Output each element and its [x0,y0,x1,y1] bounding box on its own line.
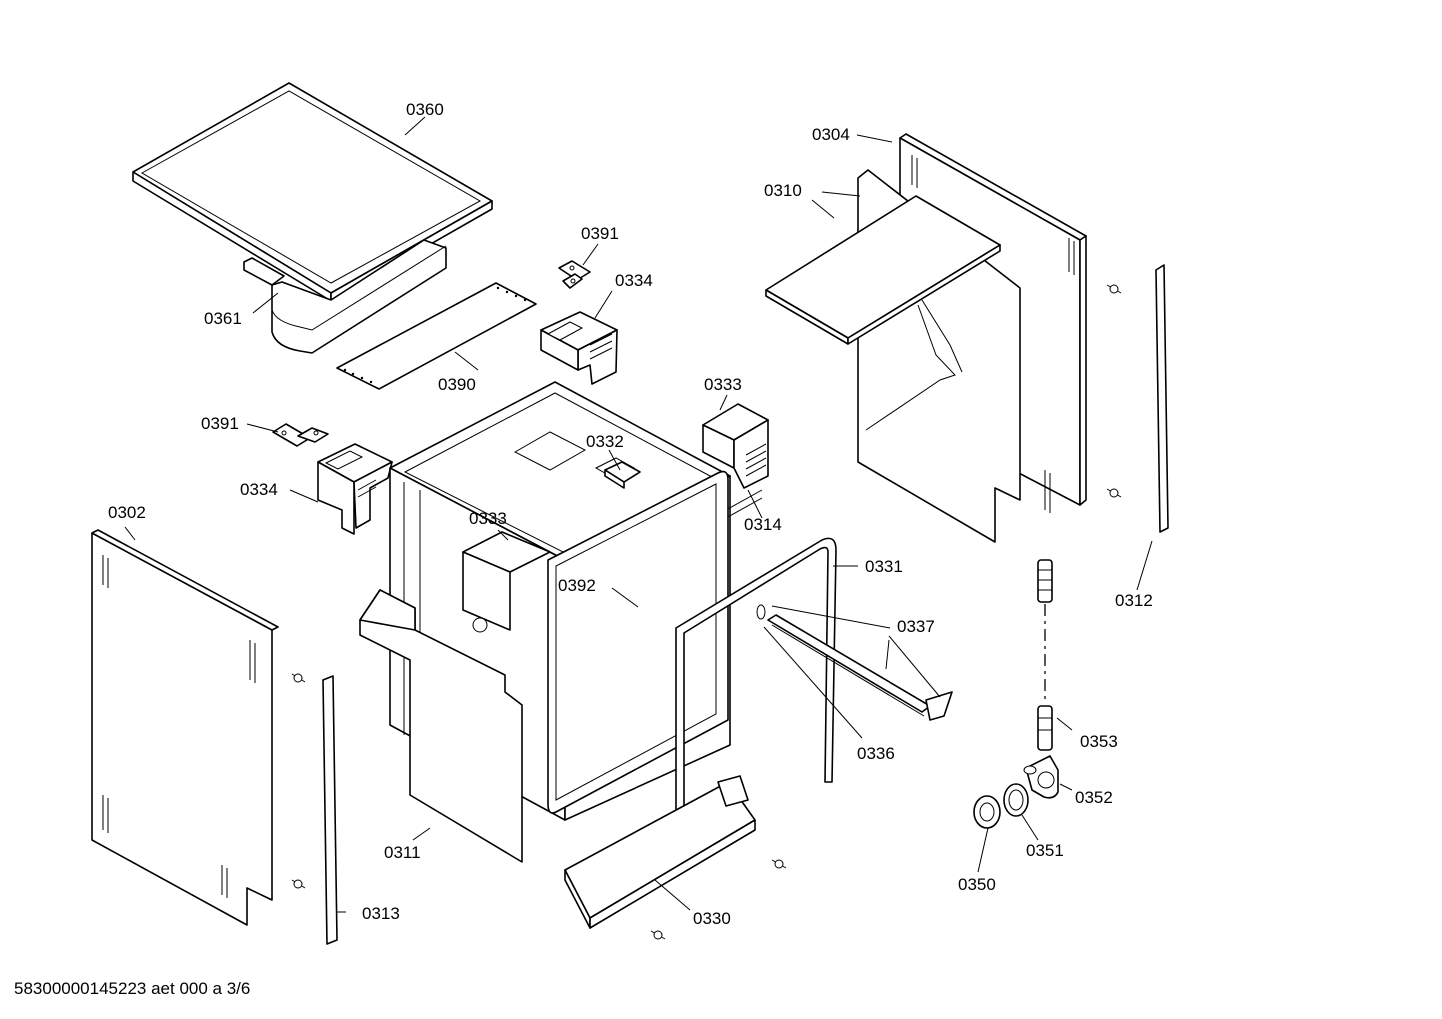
part-0333-left-box[interactable] [462,531,551,633]
screw-left-lower [291,879,306,889]
screw-right-upper [1106,284,1122,294]
label-0330: 0330 [693,909,731,928]
part-0311-panel[interactable] [359,589,523,863]
label-0391-upper: 0391 [581,224,619,243]
part-0302-side-panel[interactable] [91,529,279,926]
part-0332-clip[interactable] [604,461,641,489]
label-0392: 0392 [558,576,596,595]
label-0311: 0311 [384,843,421,862]
part-0313-strip[interactable] [322,675,338,945]
drawing-id-footer: 58300000145223 aet 000 a 3/6 [14,979,251,998]
part-0334-lower-hinge[interactable] [317,443,393,535]
part-0361-tray[interactable] [243,239,447,354]
part-0391-lower-bracket[interactable] [272,423,329,447]
label-0333-left: 0333 [469,509,507,528]
label-0360: 0360 [406,100,444,119]
part-0333-right-box[interactable] [702,403,769,489]
part-0330-kickplate[interactable] [564,775,756,929]
label-0332: 0332 [586,432,624,451]
part-0334-upper-hinge[interactable] [540,311,618,385]
part-0390-strip[interactable] [336,282,537,390]
part-labels: 0360 0361 0390 0391 0334 0391 0334 0333 … [108,100,1153,928]
part-0331-gasket[interactable] [675,537,837,867]
screw-left-upper [291,673,306,683]
label-0390: 0390 [438,375,476,394]
screw-bottom-a [771,859,787,869]
label-0391-lower: 0391 [201,414,239,433]
part-0310-inner-panel[interactable] [765,169,1021,543]
screw-right-lower [1106,488,1122,498]
label-0313: 0313 [362,904,400,923]
label-0334-lower: 0334 [240,480,278,499]
part-0391-upper-bracket[interactable] [558,260,591,289]
part-0352-elbow[interactable] [1023,755,1059,799]
label-0333-right: 0333 [704,375,742,394]
label-0361: 0361 [204,309,242,328]
label-0331: 0331 [865,557,903,576]
label-0304: 0304 [812,125,850,144]
label-0334-upper: 0334 [615,271,653,290]
label-0353: 0353 [1080,732,1118,751]
part-0336-rod[interactable] [756,604,953,721]
part-0312-strip[interactable] [1155,264,1169,533]
label-0351: 0351 [1026,841,1064,860]
leader-lines [124,116,1153,913]
part-0353-hose[interactable] [1037,559,1053,751]
label-0337: 0337 [897,617,935,636]
label-0336: 0336 [857,744,895,763]
part-0350-nut[interactable] [973,795,1001,829]
screw-bottom-b [650,930,666,940]
label-0350: 0350 [958,875,996,894]
label-0312: 0312 [1115,591,1153,610]
label-0310: 0310 [764,181,802,200]
label-0302: 0302 [108,503,146,522]
label-0314: 0314 [744,515,782,534]
label-0352: 0352 [1075,788,1113,807]
part-0351-ring[interactable] [1003,783,1029,817]
